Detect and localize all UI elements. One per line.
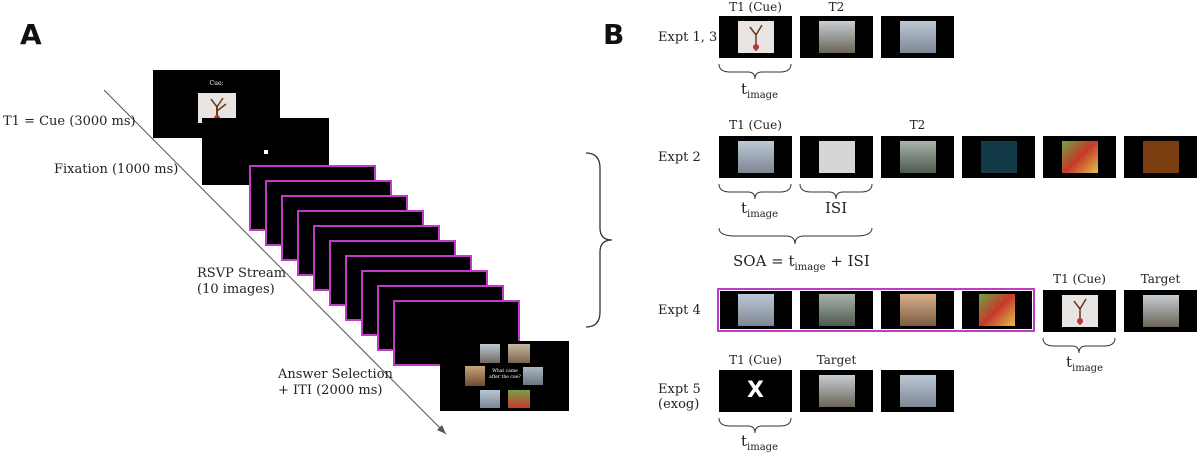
expt2-frame-5 [1043, 136, 1116, 178]
rsvp-label: RSVP Stream (10 images) [197, 266, 286, 298]
expt4-rsvp-frame [800, 291, 873, 329]
cue-x-symbol: X [747, 378, 764, 403]
expt5-cue-frame: X [719, 370, 792, 412]
expt2-timing: timage [741, 199, 778, 220]
expt5-frame-3 [881, 370, 954, 412]
t1-cue-label: T1 = Cue (3000 ms) [3, 114, 136, 129]
teal-mask [981, 141, 1017, 173]
tower-image [819, 21, 855, 53]
timing-sub: image [747, 209, 778, 220]
tower-image [819, 375, 855, 407]
expt2-label: Expt 2 [658, 150, 701, 165]
answer-thumb [465, 366, 485, 386]
expt4-t1-label: T1 (Cue) [1053, 272, 1106, 286]
answer-label-line1: Answer Selection [278, 367, 393, 382]
expt5-target-frame [800, 370, 873, 412]
answer-thumb [480, 390, 500, 408]
fixation-dot [264, 150, 268, 154]
answer-thumb [508, 390, 530, 408]
expt5-label-line2: (exog) [658, 397, 700, 412]
expt13-label: Expt 1, 3 [658, 30, 718, 45]
plane-image [900, 375, 936, 407]
expt4-rsvp-frame [962, 291, 1032, 329]
expt5-t1-label: T1 (Cue) [729, 353, 782, 367]
answer-prompt-line1: What came [492, 369, 518, 374]
plane-image [738, 141, 774, 173]
runway-image [900, 294, 936, 326]
expt4-cue-frame [1043, 290, 1116, 332]
timing-t: t [741, 80, 748, 98]
tower-image [1143, 295, 1179, 327]
expt4-rsvp-frame [881, 291, 954, 329]
jet-image [819, 294, 855, 326]
food-image [1062, 141, 1098, 173]
brown-mask [1143, 141, 1179, 173]
expt4-label: Expt 4 [658, 303, 701, 318]
expt5-target-label: Target [816, 353, 857, 367]
answer-thumb [508, 344, 530, 363]
expt2-t2-label: T2 [909, 118, 926, 132]
expt2-frame-6 [1124, 136, 1197, 178]
soa-sub: image [794, 262, 826, 273]
soa-part-a: SOA = t [733, 252, 795, 270]
timing-sub: image [747, 90, 778, 101]
timing-t: t [741, 199, 748, 217]
rsvp-label-line1: RSVP Stream [197, 266, 287, 281]
timing-t: t [741, 432, 748, 450]
expt4-target-label: Target [1140, 272, 1181, 286]
answer-thumb [523, 367, 543, 385]
food-image [979, 294, 1015, 326]
expt5-label: Expt 5 (exog) [658, 382, 701, 412]
timing-sub: image [1072, 363, 1103, 374]
expt2-isi-frame [800, 136, 873, 178]
expt5-timing: timage [741, 432, 778, 453]
expt13-t2-label: T2 [828, 0, 845, 14]
soa-part-b: + ISI [825, 252, 870, 270]
expt2-t2-frame [881, 136, 954, 178]
answer-thumb [480, 344, 500, 363]
answer-label: Answer Selection + ITI (2000 ms) [278, 367, 393, 399]
answer-screen: What came after the cue? [440, 341, 569, 411]
expt2-t1-label: T1 (Cue) [729, 118, 782, 132]
expt4-timing: timage [1066, 353, 1103, 374]
panel-a-letter: A [20, 18, 42, 51]
cue-image [738, 21, 774, 53]
expt2-frame-4 [962, 136, 1035, 178]
rsvp-label-line2: (10 images) [197, 282, 275, 297]
expt13-timing: timage [741, 80, 778, 101]
fixation-label: Fixation (1000 ms) [54, 162, 179, 177]
expt2-cue-frame [719, 136, 792, 178]
answer-prompt-line2: after the cue? [489, 375, 521, 380]
expt13-t1-label: T1 (Cue) [729, 0, 782, 14]
expt4-rsvp-frame [720, 291, 792, 329]
gray-mask [819, 141, 855, 173]
answer-label-line2: + ITI (2000 ms) [278, 383, 383, 398]
expt4-target-frame [1124, 290, 1197, 332]
panel-b-letter: B [603, 18, 625, 51]
soa-formula: SOA = timage + ISI [733, 252, 870, 273]
expt2-isi-label: ISI [825, 199, 848, 217]
timing-t: t [1066, 353, 1073, 371]
cue-screen-text: Cue: [209, 80, 224, 87]
expt13-t2-frame [800, 16, 873, 58]
timing-sub: image [747, 442, 778, 453]
expt13-frame-3 [881, 16, 954, 58]
answer-prompt: What came after the cue? [486, 369, 524, 381]
cue-image [1062, 295, 1098, 327]
expt13-cue-frame [719, 16, 792, 58]
plane-image [900, 21, 936, 53]
jet-image [900, 141, 936, 173]
plane-image [738, 294, 774, 326]
expt5-label-line1: Expt 5 [658, 382, 701, 397]
